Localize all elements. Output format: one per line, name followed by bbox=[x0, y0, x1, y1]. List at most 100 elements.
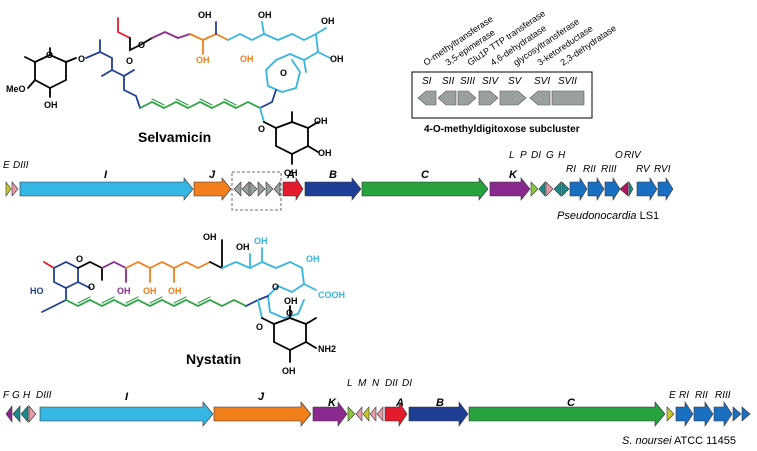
nys-arrow-I bbox=[39, 401, 214, 427]
subcluster-arrow-SIII bbox=[457, 90, 477, 106]
nys-label-J: J bbox=[258, 391, 265, 403]
selva-label-P: P bbox=[520, 150, 527, 161]
gene-SV: SV bbox=[508, 76, 523, 87]
nys-label-E: E bbox=[669, 390, 676, 401]
selva-o-link: O bbox=[258, 124, 265, 134]
selva-label-B: B bbox=[329, 169, 337, 181]
nys-label-RI: RI bbox=[679, 390, 689, 401]
gene-SII: SII bbox=[442, 76, 454, 87]
subcluster-gene-names: SI SII SIII SIV SV SVI SVII bbox=[422, 76, 577, 87]
selva-label-RI: RI bbox=[566, 164, 576, 175]
subcluster-title: 4-O-methyldigitoxose subcluster bbox=[424, 124, 580, 135]
nys-arrow-L bbox=[347, 406, 356, 422]
nys-label-F: F bbox=[3, 390, 10, 401]
selva-organism: Pseudonocardia LS1 bbox=[557, 210, 659, 222]
nys-arrow-M bbox=[355, 406, 363, 422]
nys-ho: HO bbox=[30, 286, 44, 296]
selva-arrow-S5 bbox=[265, 181, 274, 197]
nys-label-M: M bbox=[358, 378, 367, 389]
subcluster-arrow-SV bbox=[499, 90, 527, 106]
subcluster-arrow-SVII bbox=[551, 90, 585, 106]
selva-oh-7: OH bbox=[314, 116, 328, 126]
gene-SVII: SVII bbox=[558, 76, 577, 87]
selva-label-J: J bbox=[209, 169, 216, 181]
nys-arrow-K bbox=[312, 401, 348, 427]
nys-arrow-J bbox=[213, 401, 312, 427]
selva-arrow-RV bbox=[636, 176, 658, 202]
selva-label-RIII: RIII bbox=[601, 164, 617, 175]
nys-arrow-RI bbox=[675, 401, 694, 427]
nys-label-G: G bbox=[12, 390, 20, 401]
selvamicin-atom-labels: OH OH OH OH OH OH OH OH OH O O O O O O M… bbox=[6, 10, 344, 178]
selva-label-H: H bbox=[558, 150, 566, 161]
selva-arrow-C bbox=[361, 177, 489, 201]
nys-label-K: K bbox=[328, 397, 337, 409]
selva-oh-6: OH bbox=[240, 54, 254, 64]
nys-arrow-H bbox=[20, 405, 29, 423]
nystatin-title: Nystatin bbox=[186, 351, 241, 367]
nys-arrow-E bbox=[666, 406, 675, 422]
selva-arrow-L bbox=[530, 181, 539, 197]
selva-arrow-RIII bbox=[604, 176, 621, 202]
selva-arrow-RIV bbox=[628, 180, 634, 198]
selva-arrow-E bbox=[5, 181, 12, 197]
nys-oh-4: OH bbox=[306, 254, 320, 264]
gene-SI: SI bbox=[422, 76, 432, 87]
selva-o-ester: O bbox=[138, 40, 145, 50]
selva-arrow-S2 bbox=[241, 181, 250, 197]
selva-label-DI: DI bbox=[531, 150, 541, 161]
selva-oh-3: OH bbox=[321, 16, 335, 26]
selva-label-K: K bbox=[509, 169, 518, 181]
nys-arrow-F bbox=[5, 405, 13, 423]
nys-oh-8: OH bbox=[284, 296, 298, 306]
subcluster-box bbox=[411, 71, 593, 119]
subcluster-arrow-SVI bbox=[529, 90, 551, 106]
subcluster-arrow-SIV bbox=[478, 90, 499, 106]
selva-arrow-P bbox=[538, 181, 546, 197]
nystatin-gene-arrows bbox=[5, 401, 751, 427]
selva-label-G: G bbox=[546, 150, 554, 161]
nys-cooh: COOH bbox=[318, 290, 345, 300]
nys-arrow-G bbox=[12, 405, 21, 423]
nys-oh-5: OH bbox=[117, 286, 131, 296]
selva-arrow-G bbox=[553, 181, 562, 197]
nystatin-atom-labels: OH OH OH OH OH OH OH OH OH COOH NH2 HO O… bbox=[30, 232, 345, 376]
nys-o-ring: O bbox=[76, 254, 83, 264]
subcluster-arrows bbox=[417, 90, 585, 106]
selva-arrow-S3 bbox=[249, 181, 258, 197]
selva-label-C: C bbox=[421, 169, 430, 181]
nys-oh-1: OH bbox=[203, 232, 217, 242]
nys-arrow-R4 bbox=[732, 406, 742, 422]
selva-arrow-RVI bbox=[657, 176, 674, 202]
selva-o-carbonyl: O bbox=[126, 56, 133, 66]
nys-arrow-C bbox=[468, 401, 666, 427]
nys-o-ester: O bbox=[88, 282, 95, 292]
nys-oh-9: OH bbox=[282, 366, 296, 376]
selva-oh-9: OH bbox=[284, 168, 298, 178]
selva-oh-5: OH bbox=[196, 55, 210, 65]
gene-SVI: SVI bbox=[534, 76, 550, 87]
nys-label-C: C bbox=[567, 397, 576, 409]
nys-label-RII: RII bbox=[695, 390, 708, 401]
selva-label-E: E bbox=[3, 160, 10, 171]
nystatin-structure bbox=[41, 239, 317, 363]
selva-arrow-K bbox=[489, 177, 531, 201]
selva-arrow-H bbox=[561, 181, 570, 197]
nys-arrow-RII bbox=[693, 401, 714, 427]
selva-arrow-DIII bbox=[11, 181, 19, 197]
selva-o-glyco: O bbox=[78, 54, 85, 64]
nys-label-B: B bbox=[436, 397, 444, 409]
nys-arrow-N bbox=[362, 406, 370, 422]
selva-o-sugar: O bbox=[46, 50, 53, 60]
nys-nh2: NH2 bbox=[318, 344, 336, 354]
selva-arrow-O bbox=[619, 181, 629, 197]
subcluster-enzyme-labels: O-methyltransferase 3,5-epimerase Glu1P … bbox=[422, 8, 619, 67]
selva-label-RVI: RVI bbox=[654, 164, 671, 175]
selva-arrow-S1 bbox=[233, 181, 242, 197]
nystatin-gene-labels: F G H DIII I J K L M N DII DI A B C E RI… bbox=[3, 378, 731, 409]
nys-oh-3: OH bbox=[254, 236, 268, 246]
nys-arrow-B bbox=[408, 401, 469, 427]
selva-label-O: O bbox=[615, 150, 623, 161]
nys-arrow-DII bbox=[369, 406, 377, 422]
